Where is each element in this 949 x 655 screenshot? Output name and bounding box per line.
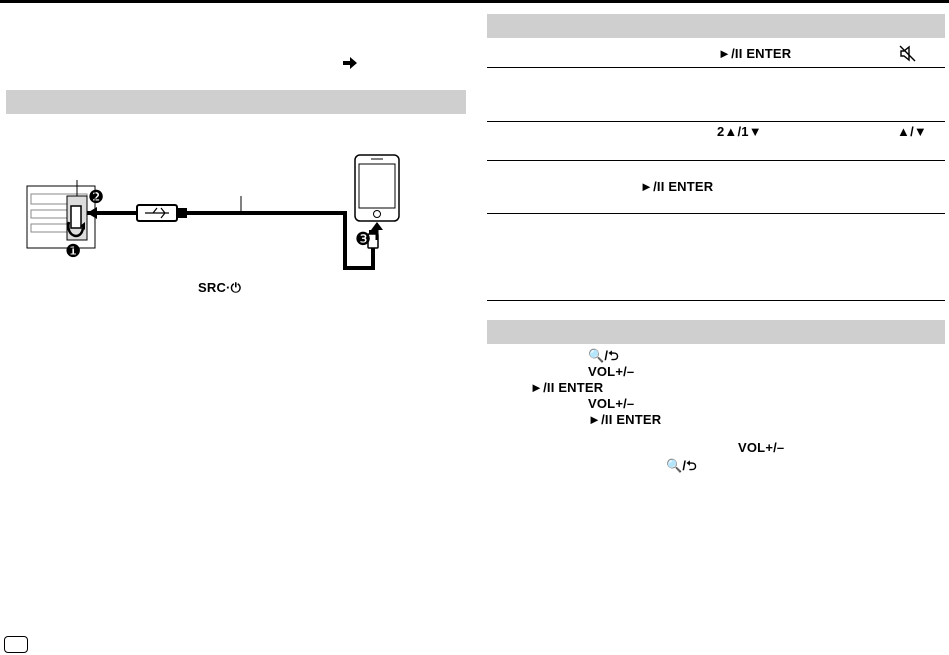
right-arrow-icon — [343, 57, 357, 72]
section-header-right-2 — [487, 320, 945, 344]
volume-symbol: VOL+/– — [588, 364, 635, 379]
table-rule — [487, 213, 945, 214]
page-number-tab — [4, 636, 28, 653]
play-pause-enter-symbol: ►/II ENTER — [640, 179, 714, 194]
connection-diagram: ❶ ❷ ❸ — [25, 150, 405, 280]
top-rule — [0, 0, 949, 3]
step-2-callout: ❷ — [88, 187, 105, 207]
volume-symbol: VOL+/– — [588, 396, 635, 411]
preset-up-down-symbol: 2▲/1▼ — [717, 124, 762, 139]
section-header-right-1 — [487, 14, 945, 38]
step-1-callout: ❶ — [65, 241, 82, 261]
table-rule — [487, 160, 945, 161]
search-back-symbol: 🔍/⮌ — [666, 458, 697, 473]
car-unit — [26, 180, 96, 249]
phone-device — [354, 154, 400, 240]
table-rule — [487, 300, 945, 301]
speaker-mute-icon — [899, 45, 916, 64]
src-power-button-symbol: SRC·⏻ — [198, 280, 242, 295]
play-pause-enter-symbol: ►/II ENTER — [530, 380, 604, 395]
table-rule — [487, 121, 945, 122]
table-rule — [487, 67, 945, 68]
section-header-left — [6, 90, 466, 114]
up-down-symbol: ▲/▼ — [897, 124, 927, 139]
play-pause-enter-symbol: ►/II ENTER — [718, 46, 792, 61]
search-back-symbol: 🔍/⮌ — [588, 348, 619, 363]
volume-symbol: VOL+/– — [738, 440, 785, 455]
usb-cable — [87, 196, 379, 270]
play-pause-enter-symbol: ►/II ENTER — [588, 412, 662, 427]
step-3-callout: ❸ — [355, 229, 372, 249]
